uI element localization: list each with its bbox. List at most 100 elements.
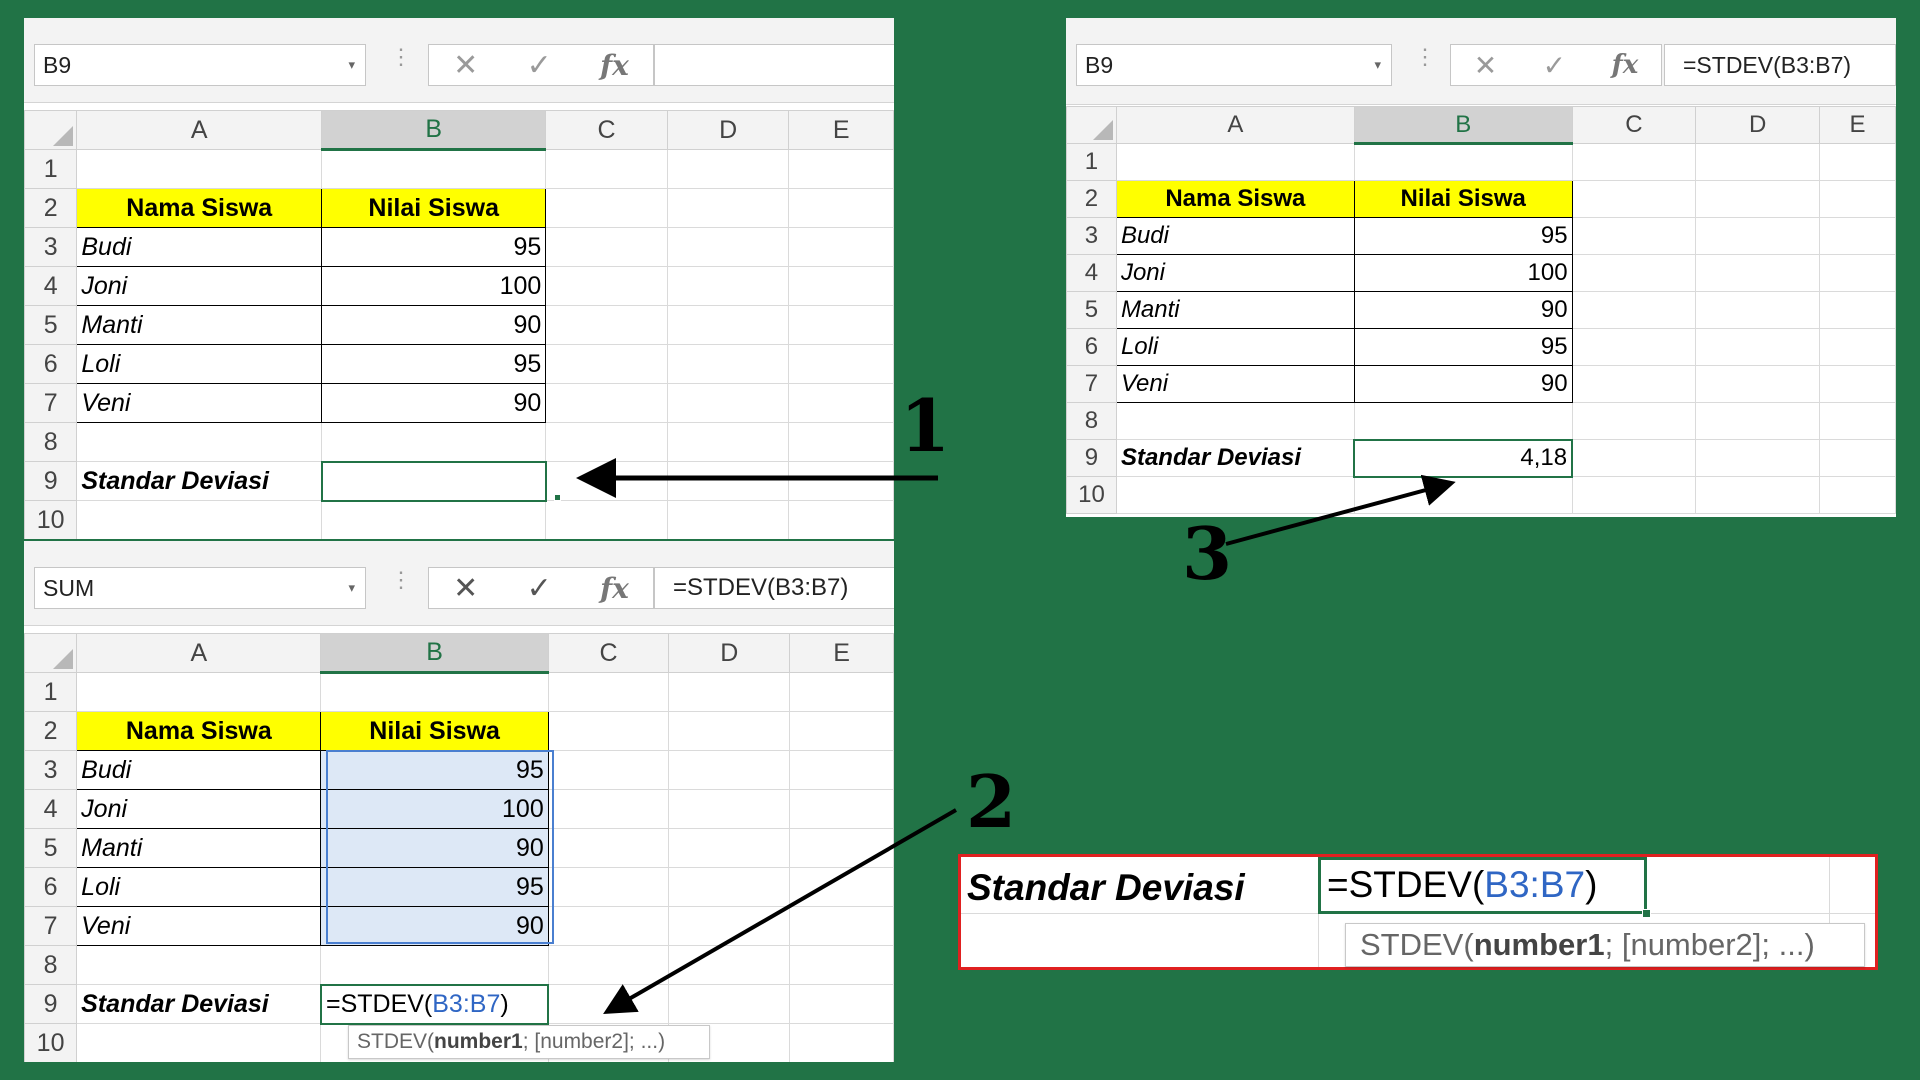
cell[interactable] <box>668 828 791 868</box>
cell[interactable] <box>321 422 547 462</box>
cell[interactable] <box>666 266 790 306</box>
cell[interactable] <box>1695 254 1821 292</box>
student-name-cell[interactable]: Loli <box>76 344 323 384</box>
column-header-b[interactable]: B <box>321 110 547 151</box>
cell[interactable] <box>320 672 549 712</box>
name-box[interactable]: B9 ▾ <box>34 44 366 86</box>
cell[interactable] <box>666 149 790 189</box>
cell[interactable] <box>666 422 790 462</box>
row-header[interactable]: 6 <box>1066 328 1117 366</box>
cell[interactable] <box>1571 180 1697 218</box>
cell[interactable] <box>1571 217 1697 255</box>
cell[interactable] <box>788 383 894 423</box>
student-name-cell[interactable]: Loli <box>76 867 322 907</box>
stdev-label-cell[interactable]: Standar Deviasi <box>1115 439 1355 477</box>
cell[interactable] <box>545 266 668 306</box>
cell[interactable] <box>545 383 668 423</box>
student-name-cell[interactable]: Loli <box>1115 328 1355 366</box>
row-header[interactable]: 2 <box>24 188 78 228</box>
cell[interactable] <box>789 828 894 868</box>
row-header[interactable]: 10 <box>24 1023 78 1062</box>
student-name-cell[interactable]: Joni <box>1115 254 1355 292</box>
cancel-icon[interactable]: ✕ <box>453 571 479 605</box>
student-name-cell[interactable]: Budi <box>76 750 322 790</box>
stdev-label-cell[interactable]: Standar Deviasi <box>76 984 322 1024</box>
column-header-e[interactable]: E <box>789 633 894 673</box>
cell[interactable] <box>545 461 668 501</box>
cell[interactable] <box>545 422 668 462</box>
cell[interactable] <box>1819 328 1896 366</box>
row-header[interactable]: 5 <box>1066 291 1117 329</box>
active-cell-b9[interactable] <box>320 460 547 502</box>
row-header[interactable]: 6 <box>24 344 78 384</box>
cell[interactable] <box>547 906 670 946</box>
tooltip-arg1[interactable]: number1 <box>434 1030 523 1053</box>
cell[interactable] <box>788 149 894 189</box>
header-cell-name[interactable]: Nama Siswa <box>1115 180 1355 218</box>
cell[interactable] <box>1819 365 1896 403</box>
row-header[interactable]: 9 <box>24 984 78 1024</box>
cell[interactable] <box>76 149 323 189</box>
cell[interactable] <box>1571 254 1697 292</box>
cell[interactable] <box>545 344 668 384</box>
cell[interactable] <box>320 945 549 985</box>
column-header-d[interactable]: D <box>666 110 790 150</box>
cell[interactable] <box>547 789 670 829</box>
row-header[interactable]: 9 <box>24 461 78 501</box>
cell[interactable] <box>788 344 894 384</box>
cell[interactable] <box>788 422 894 462</box>
cell[interactable] <box>668 984 791 1024</box>
cell[interactable] <box>321 149 547 189</box>
cell[interactable] <box>666 305 790 345</box>
cell[interactable] <box>1819 402 1896 440</box>
cell[interactable] <box>1819 291 1896 329</box>
cell[interactable] <box>789 789 894 829</box>
cell[interactable] <box>668 711 791 751</box>
student-name-cell[interactable]: Manti <box>76 828 322 868</box>
student-score-cell[interactable]: 100 <box>1353 254 1573 292</box>
cell[interactable] <box>1353 476 1573 514</box>
editing-cell-b9[interactable]: =STDEV(B3:B7) <box>319 983 550 1025</box>
column-header-a[interactable]: A <box>1115 106 1355 144</box>
row-header[interactable]: 1 <box>24 149 78 189</box>
row-header[interactable]: 9 <box>1066 439 1117 477</box>
row-header[interactable]: 7 <box>24 906 78 946</box>
enter-icon[interactable]: ✓ <box>1542 49 1567 81</box>
cell[interactable] <box>666 461 790 501</box>
column-header-d[interactable]: D <box>1695 106 1821 144</box>
cell[interactable] <box>789 1023 894 1062</box>
cell[interactable] <box>788 305 894 345</box>
cell[interactable] <box>1115 143 1355 181</box>
cell[interactable] <box>1695 291 1821 329</box>
cell[interactable] <box>789 711 894 751</box>
row-header[interactable]: 3 <box>24 750 78 790</box>
student-score-cell[interactable]: 90 <box>320 906 549 946</box>
select-all-corner[interactable] <box>1066 106 1117 144</box>
row-header[interactable]: 1 <box>24 672 78 712</box>
enter-icon[interactable]: ✓ <box>526 48 552 82</box>
cell[interactable] <box>666 500 790 539</box>
chevron-down-icon[interactable]: ▾ <box>348 57 355 72</box>
cell[interactable] <box>1115 402 1355 440</box>
student-score-cell[interactable]: 90 <box>321 305 547 345</box>
cell[interactable] <box>1695 180 1821 218</box>
cell[interactable] <box>668 867 791 907</box>
row-header[interactable]: 8 <box>1066 402 1117 440</box>
cell[interactable] <box>547 750 670 790</box>
student-name-cell[interactable]: Joni <box>76 789 322 829</box>
student-score-cell[interactable]: 90 <box>1353 291 1573 329</box>
student-score-cell[interactable]: 100 <box>320 789 549 829</box>
cell[interactable] <box>666 188 790 228</box>
cell[interactable] <box>1571 402 1697 440</box>
row-header[interactable]: 1 <box>1066 143 1117 181</box>
row-header[interactable]: 7 <box>24 383 78 423</box>
column-header-b[interactable]: B <box>1353 106 1573 145</box>
column-header-b[interactable]: B <box>320 633 549 674</box>
cell[interactable] <box>545 500 668 539</box>
cell[interactable] <box>788 461 894 501</box>
result-cell-b9[interactable]: 4,18 <box>1353 438 1574 478</box>
cell[interactable] <box>1571 143 1697 181</box>
cell[interactable] <box>545 227 668 267</box>
row-header[interactable]: 8 <box>24 945 78 985</box>
header-cell-score[interactable]: Nilai Siswa <box>320 711 549 751</box>
